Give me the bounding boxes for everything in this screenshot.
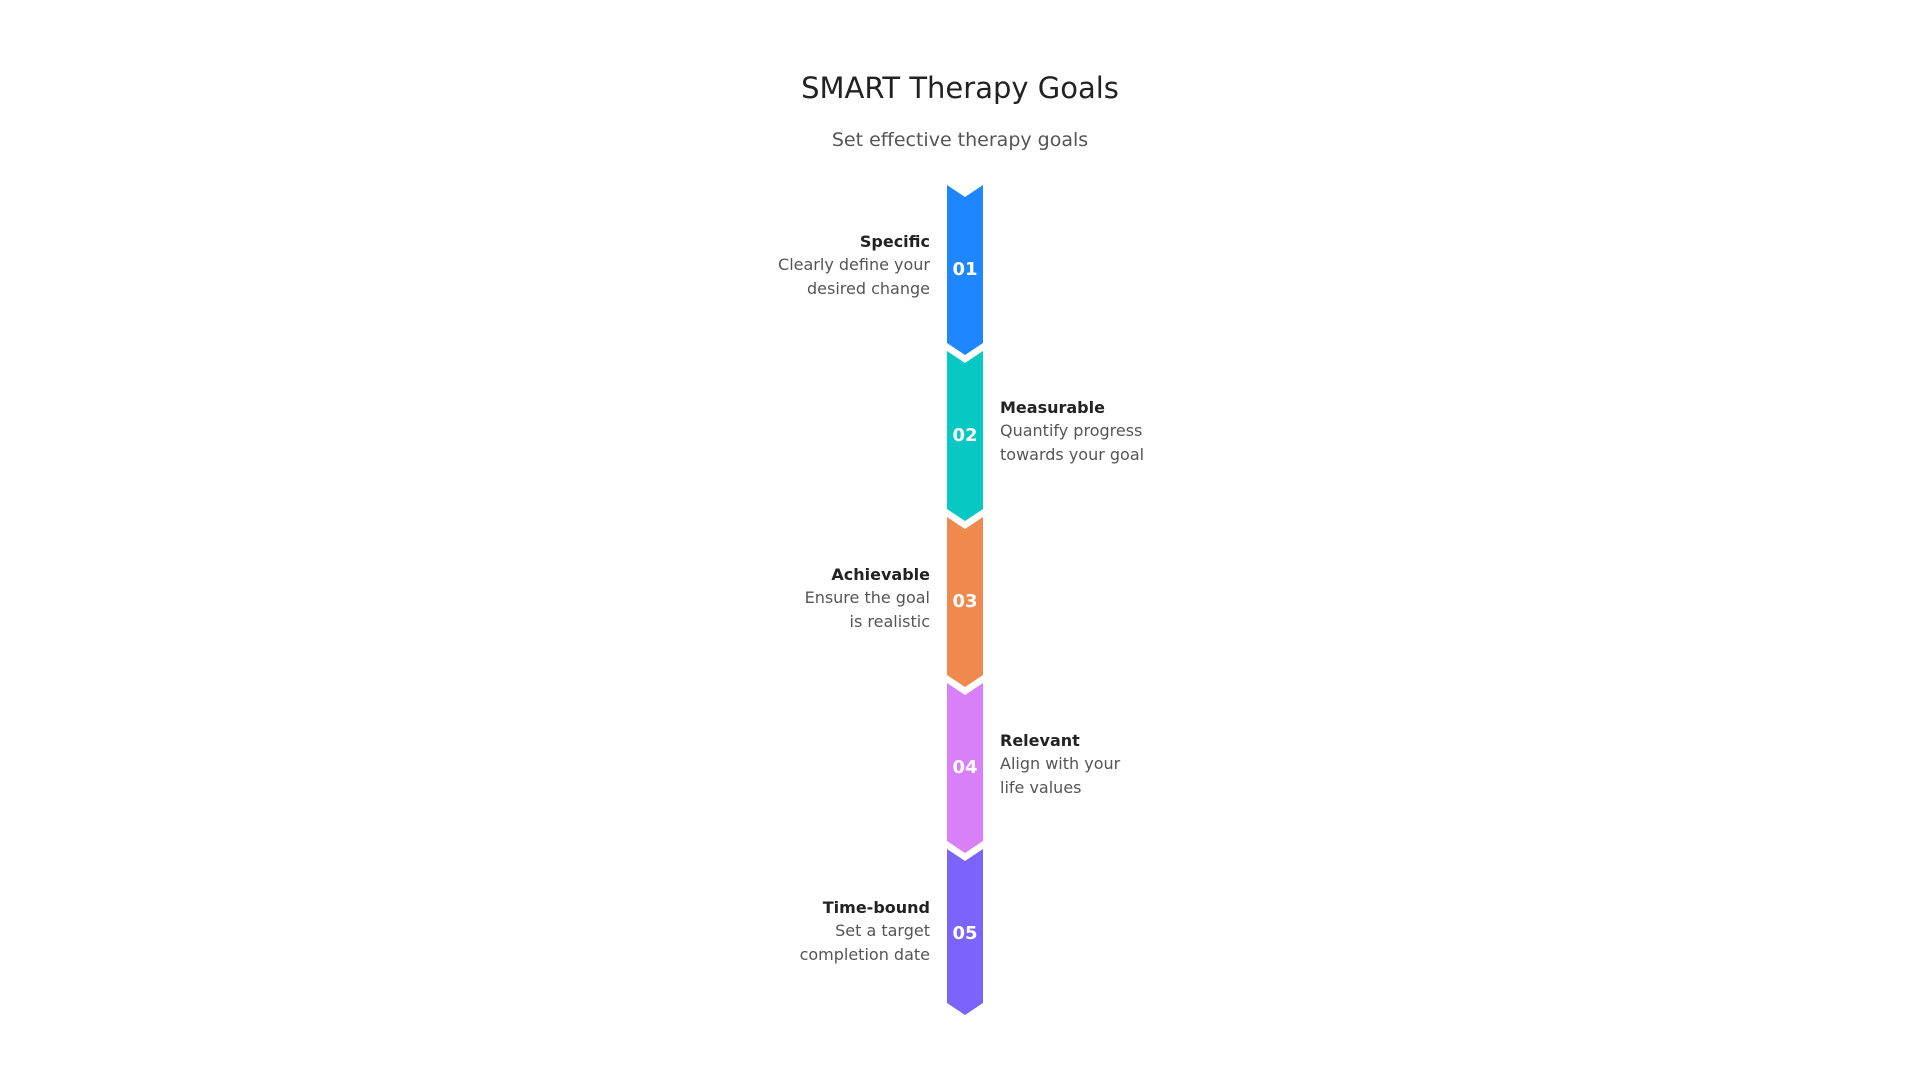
- step-01-number: 01: [952, 259, 977, 280]
- step-05-title: Time-bound: [822, 898, 930, 917]
- step-01: 01: [947, 185, 983, 355]
- step-03-chevron: [947, 517, 983, 687]
- step-01-label: Specific Clearly define your desired cha…: [670, 231, 930, 301]
- step-02-label: Measurable Quantify progress towards you…: [1000, 397, 1260, 467]
- step-02-chevron: [947, 351, 983, 521]
- step-02-desc: Quantify progress towards your goal: [1000, 421, 1145, 464]
- step-03-number: 03: [952, 591, 977, 612]
- step-05-desc: Set a target completion date: [799, 921, 930, 964]
- step-01-title: Specific: [859, 232, 930, 251]
- step-03: 03: [947, 517, 983, 687]
- step-03-desc: Ensure the goal is realistic: [804, 588, 930, 631]
- step-02-title: Measurable: [1000, 398, 1105, 417]
- diagram-subtitle: Set effective therapy goals: [831, 129, 1089, 151]
- step-04: 04: [947, 683, 983, 853]
- step-03-label: Achievable Ensure the goal is realistic: [670, 564, 930, 634]
- step-04-label: Relevant Align with your life values: [1000, 730, 1260, 800]
- step-02-number: 02: [952, 425, 977, 446]
- step-05-label: Time-bound Set a target completion date: [670, 897, 930, 967]
- step-04-desc: Align with your life values: [1000, 754, 1121, 797]
- step-05-number: 05: [952, 923, 977, 944]
- step-04-chevron: [947, 683, 983, 853]
- step-04-title: Relevant: [1000, 731, 1080, 750]
- step-05: 05: [947, 849, 983, 1015]
- step-03-title: Achievable: [831, 565, 930, 584]
- step-04-number: 04: [952, 757, 977, 778]
- step-02: 02: [947, 351, 983, 521]
- step-01-desc: Clearly define your desired change: [778, 255, 930, 298]
- step-05-chevron: [947, 849, 983, 1015]
- step-01-chevron: [947, 185, 983, 355]
- diagram-title: SMART Therapy Goals: [801, 71, 1119, 105]
